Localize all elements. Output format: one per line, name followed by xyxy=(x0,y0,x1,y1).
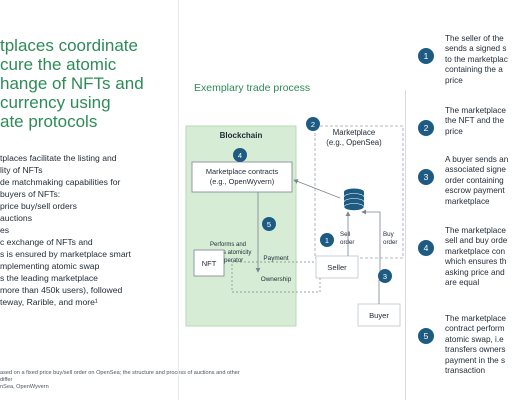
database-icon xyxy=(343,188,365,211)
left-body-line: s is ensured by marketplace smart xyxy=(0,249,131,259)
svg-text:2: 2 xyxy=(311,120,315,129)
steps-divider xyxy=(405,90,406,400)
ownership-label: Ownership xyxy=(261,276,292,283)
left-body-line: c exchange of NFTs and xyxy=(0,237,93,247)
contracts-sub: (e.g., OpenWyvern) xyxy=(210,177,274,186)
seller-label: Seller xyxy=(327,263,347,272)
buy-order-line-2: order xyxy=(383,239,397,246)
step-3-text: A buyer sends an associated signe order … xyxy=(445,155,509,206)
buy-order-line-1: Buy xyxy=(383,231,395,238)
left-body-line: s the leading marketplace xyxy=(0,273,98,283)
left-body-line: es xyxy=(0,225,10,235)
svg-text:4: 4 xyxy=(238,151,242,160)
slide-title: tplaces coordinate cure the atomic hange… xyxy=(0,36,144,131)
left-body-line: more than 450k users), followed xyxy=(0,285,123,295)
step-5-badge: 5 xyxy=(418,328,434,344)
left-body-line: mplementing atomic swap xyxy=(0,261,100,271)
step-4-badge: 4 xyxy=(418,240,434,256)
left-body-line: teway, Rarible, and more¹ xyxy=(0,297,98,307)
left-body-line: buyers of NFTs: xyxy=(0,189,61,199)
performs-line-3: as operator xyxy=(213,258,243,264)
svg-text:1: 1 xyxy=(325,236,329,245)
swap-loop xyxy=(231,261,321,293)
step-2-text: The marketplace the NFT and the price xyxy=(445,106,506,136)
svg-text:5: 5 xyxy=(267,220,271,229)
left-body-line: price buy/sell orders xyxy=(0,201,77,211)
step-3-badge: 3 xyxy=(418,169,434,185)
sell-order-line-1: Sell xyxy=(340,231,350,238)
performs-line-2: ensures atomicity xyxy=(205,250,252,256)
section-divider xyxy=(178,0,179,400)
marketplace-sub: (e.g., OpenSea) xyxy=(326,138,382,147)
buyer-label: Buyer xyxy=(369,311,389,320)
diagram-badge-5: 5 xyxy=(262,217,276,231)
step-1-badge: 1 xyxy=(418,48,434,64)
contracts-box xyxy=(191,161,293,193)
footnote-line: nSea, OpenWyvern xyxy=(0,384,49,390)
step-4-text: The marketplace sell and buy orde market… xyxy=(445,226,508,288)
left-body-line: auctions xyxy=(0,213,33,223)
performs-line-1: Performs and xyxy=(210,242,246,248)
footnote: ased on a fixed price buy/sell order on … xyxy=(0,370,240,391)
left-body-line: lity of NFTs xyxy=(0,165,43,175)
diagram-title: Exemplary trade process xyxy=(194,82,311,94)
footnote-line: ased on a fixed price buy/sell order on … xyxy=(0,370,240,376)
footnote-line: differ xyxy=(0,377,13,383)
payment-label: Payment xyxy=(263,255,288,262)
nft-box xyxy=(193,249,225,277)
nft-label: NFT xyxy=(202,259,217,268)
diagram-badge-4: 4 xyxy=(233,148,247,162)
db-to-contracts-arrow xyxy=(293,179,341,199)
step-1-text: The seller of the sends a signed s to th… xyxy=(445,34,508,85)
trade-process-diagram: Blockchain Marketplace (e.g., OpenSea) M… xyxy=(185,117,404,327)
left-body-line: tplaces facilitate the listing and xyxy=(0,153,117,163)
seller-box xyxy=(315,255,359,279)
svg-text:3: 3 xyxy=(383,272,387,281)
diagram-badge-1: 1 xyxy=(320,233,334,247)
step-2-badge: 2 xyxy=(418,120,434,136)
contracts-label: Marketplace contracts xyxy=(206,167,279,176)
left-body: tplaces facilitate the listing and lity o… xyxy=(0,152,180,308)
left-body-line: de matchmaking capabilities for xyxy=(0,177,121,187)
blockchain-label: Blockchain xyxy=(220,131,263,140)
marketplace-label: Marketplace xyxy=(333,128,375,137)
diagram-badge-2: 2 xyxy=(306,117,320,131)
sell-order-line-2: order xyxy=(340,239,354,246)
step-5-text: The marketplace contract perform atomic … xyxy=(445,314,506,376)
diagram-badge-3: 3 xyxy=(378,269,392,283)
